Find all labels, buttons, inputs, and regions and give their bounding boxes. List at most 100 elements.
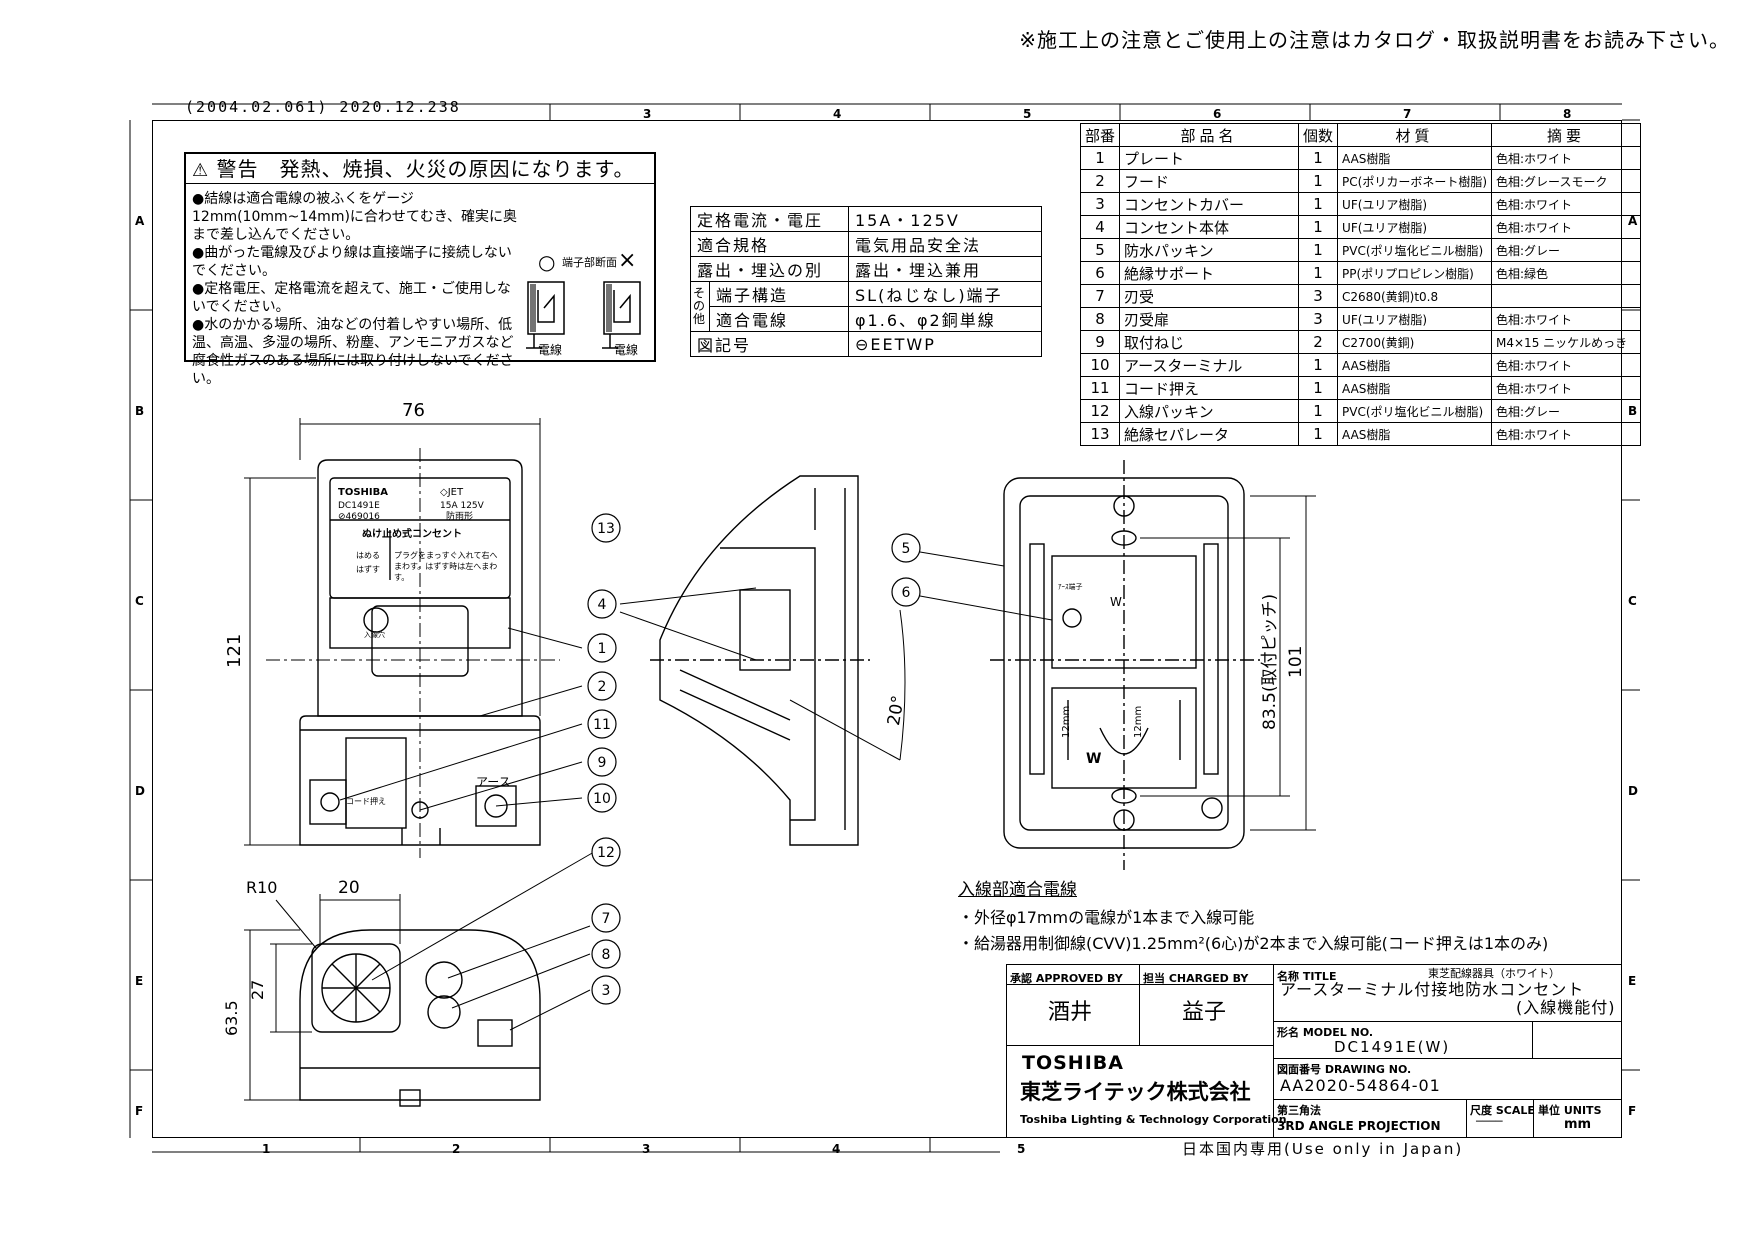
spec-row: 図記号 ⊖EETWP [690,331,1042,357]
ng-mark: × [618,248,637,273]
part-name: 刃受扉 [1119,307,1300,331]
part-number: 13 [1079,422,1121,446]
rear-earth-terminal: ｱｰｽ端子 [1058,583,1083,591]
callout-6: 6 [902,585,911,601]
part-name: プレート [1119,146,1300,170]
zone-bcol-1: 1 [262,1142,271,1156]
company-name-en: Toshiba Lighting & Technology Corporatio… [1020,1113,1287,1126]
zone-row-b: B [135,404,145,418]
zone-row-f: F [135,1104,144,1118]
rear-dimensions [1140,495,1316,831]
dim-blade-left: 12mm [1061,705,1072,738]
plate-brand: TOSHIBA [338,487,388,498]
part-number: 9 [1079,330,1121,354]
wiring-notes-line1: ・外径φ17mmの電線が1本まで入線可能 [958,908,1255,927]
zone-row-a: A [135,214,145,228]
spec-label: 図記号 [690,331,849,357]
dim-radius: R10 [246,878,278,897]
zone-bcol-5: 5 [1017,1142,1026,1156]
part-material: AAS樹脂 [1337,353,1493,377]
zone-col-3: 3 [643,107,652,121]
spec-row: 適合規格 電気用品安全法 [690,231,1042,257]
part-note: M4×15 ニッケルめっき [1491,330,1642,354]
plate-type: ぬけ止め式コンセント [362,529,462,540]
part-qty: 1 [1298,422,1339,446]
title-main-2: (入線機能付) [1516,998,1616,1017]
callout-10: 10 [593,791,611,807]
spec-value: SL(ねじなし)端子 [848,281,1042,307]
zone-col-5: 5 [1023,107,1032,121]
charged-name: 益子 [1182,1000,1227,1025]
spec-group: その他 [689,281,711,332]
warning-title: ⚠ 警告 発熱、焼損、火災の原因になります。 [186,154,654,184]
part-name: 刃受 [1119,284,1300,308]
part-qty: 1 [1298,169,1339,193]
parts-header: 個数 [1298,123,1339,147]
part-note: 色相:ホワイト [1491,422,1642,446]
plate-model: DC1491E [338,501,380,511]
company-logo: TOSHIBA [1022,1052,1124,1074]
spec-row: その他 端子構造 SL(ねじなし)端子 [689,281,1042,332]
plate-cert: ⊘469016 [338,512,380,522]
part-material: PP(ポリプロピレン樹脂) [1337,261,1493,285]
dim-width: 76 [402,400,425,421]
warning-box: ⚠ 警告 発熱、焼損、火災の原因になります。 ●結線は適合電線の被ふくをゲージ1… [184,152,656,387]
part-name: アースターミナル [1119,353,1300,377]
part-material: C2700(黄銅) [1337,330,1493,354]
part-qty: 1 [1298,376,1339,400]
wire-label-ng: 電線 [614,343,639,357]
callout-3: 3 [602,983,611,999]
model-value: DC1491E(W) [1334,1038,1451,1056]
warning-title-text: 警告 発熱、焼損、火災の原因になります。 [216,157,635,181]
part-name: コンセント本体 [1119,215,1300,239]
spec-label: 露出・埋込の別 [690,256,849,282]
company-name-jp: 東芝ライテック株式会社 [1020,1080,1251,1104]
part-number: 3 [1079,192,1121,216]
part-material: UF(ユリア樹脂) [1337,215,1493,239]
part-note: 色相:ホワイト [1491,146,1642,170]
part-note: 色相:ホワイト [1491,215,1642,239]
part-qty: 1 [1298,192,1339,216]
zone-col-7: 7 [1403,107,1412,121]
spec-label: 適合規格 [690,231,849,257]
plate-instruction: プラグをまっすぐ入れて右へまわす。はずす時は左へまわす。 [394,551,498,582]
rear-w-mark-bottom: W [1086,751,1102,767]
zone-row-c-right: C [1628,594,1637,608]
terminal-caption: 端子部断面 [562,256,617,269]
dim-inner-height: 101 [1286,645,1306,678]
callout-7: 7 [602,911,611,927]
spec-table: 定格電流・電圧 15A・125V 適合規格 電気用品安全法 露出・埋込の別 露出… [689,206,1042,357]
part-name: 絶縁サポート [1119,261,1300,285]
plate-rating: 15A 125V [440,501,484,511]
drawing-label: 図面番号 DRAWING NO. [1277,1063,1412,1076]
spec-value: ⊖EETWP [848,331,1042,357]
title-sub: 東芝配線器具（ホワイト） [1428,967,1560,980]
projection-label: 第三角法 [1277,1104,1321,1117]
part-number: 6 [1079,261,1121,285]
spec-value: φ1.6、φ2銅単線 [848,306,1042,332]
warning-item: ●結線は適合電線の被ふくをゲージ12mm(10mm~14mm)に合わせてむき、確… [192,191,517,243]
part-qty: 2 [1298,330,1339,354]
dim-blade-right: 12mm [1133,705,1144,738]
callout-13: 13 [597,521,615,537]
zone-col-4: 4 [833,107,842,121]
leader-lines [339,551,1053,1031]
part-material: PVC(ポリ塩化ビニル樹脂) [1337,399,1493,423]
title-main: アースターミナル付接地防水コンセント [1280,980,1585,999]
scale-value: ──── [1476,1115,1503,1128]
drawing-value: AA2020-54864-01 [1280,1076,1441,1095]
part-name: 絶縁セパレータ [1119,422,1300,446]
zone-bcol-4: 4 [832,1142,841,1156]
callout-9: 9 [598,755,607,771]
wiring-notes-line2: ・給湯器用制御線(CVV)1.25mm²(6心)が2本まで入線可能(コード押えは… [958,934,1549,953]
rear-view [990,460,1260,870]
dim-bottom-depth: 63.5 [222,1000,241,1036]
parts-header: 部品名 [1119,123,1300,147]
